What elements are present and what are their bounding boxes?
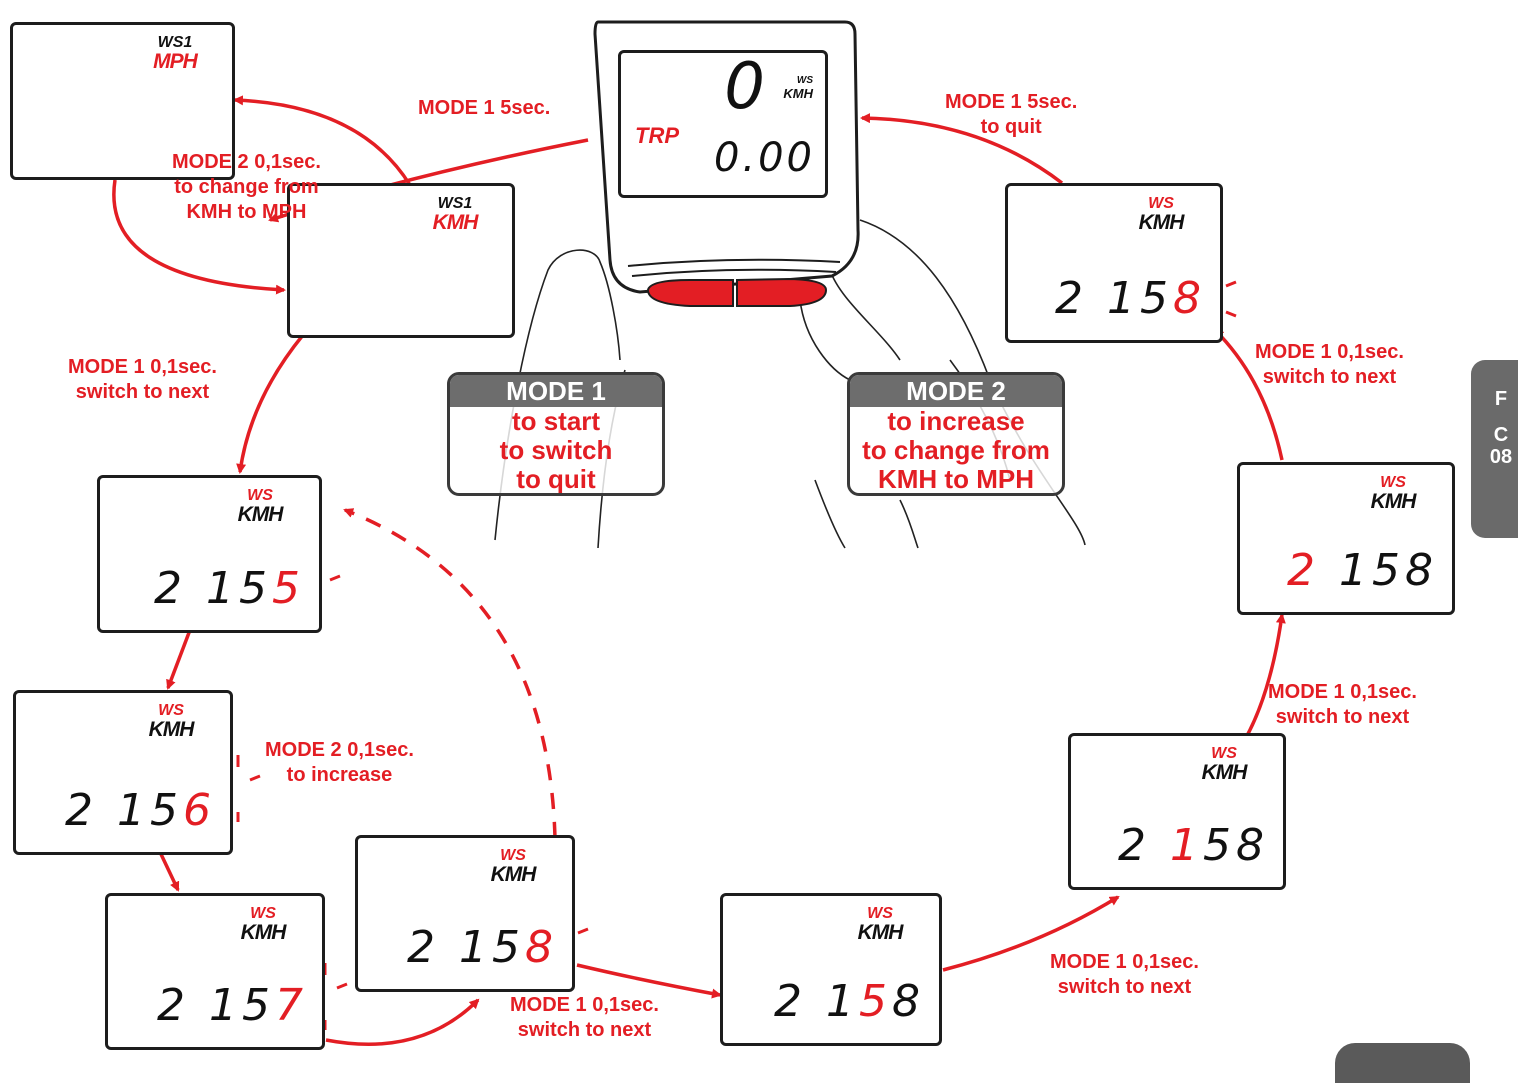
mode1-callout-title: MODE 1	[450, 375, 662, 407]
device-mode-indicator: TRP	[635, 123, 679, 148]
blinking-digit: 6	[183, 785, 216, 836]
label-mode2-increase: MODE 2 0,1sec. to increase	[265, 739, 414, 786]
arrow-8-to-next	[576, 963, 722, 999]
arrow-to-final	[1213, 328, 1284, 461]
screen-digits: 2 158	[1118, 820, 1269, 871]
label-switch-next-left: MODE 1 0,1sec. switch to next	[68, 356, 217, 403]
mode1-callout-line: to switch	[499, 435, 613, 465]
unit-label: KMH	[1201, 761, 1248, 784]
device-buttons	[646, 277, 828, 307]
unit-label: KMH	[237, 503, 284, 526]
ws-label: WS	[867, 905, 893, 922]
screen-kmh-label: WS1	[437, 195, 473, 212]
mode2-callout-line: KMH to MPH	[878, 464, 1034, 494]
mode1-button[interactable]	[646, 279, 734, 307]
blinking-digit: 1	[1170, 820, 1203, 871]
unit-label: KMH	[490, 863, 537, 886]
device-speed: 0	[724, 50, 765, 124]
ws-label: WS	[250, 905, 276, 922]
label-switch-next-right-lower: MODE 1 0,1sec. switch to next	[1268, 681, 1417, 728]
arrow-to-digit1	[942, 895, 1120, 972]
screen-digits: 2 158	[1287, 545, 1438, 596]
arrow-mode1-5sec-quit	[860, 113, 1064, 185]
unit-label: KMH	[148, 718, 195, 741]
blinking-digit: 2	[1287, 545, 1321, 596]
screen-digits: 2 157	[157, 980, 308, 1031]
flow-arrows	[112, 95, 1286, 1046]
mode2-callout-line: to change from	[862, 435, 1050, 465]
label-mode1-5sec-quit: MODE 1 5sec. to quit	[945, 91, 1078, 138]
screen-digits: 2 158	[407, 922, 558, 973]
screen-mph: WS1 MPH	[10, 22, 235, 180]
screen-digits: 2 155	[154, 563, 305, 614]
ws-label: WS	[1380, 474, 1406, 491]
unit-label: KMH	[857, 921, 904, 944]
mode1-callout: MODE 1 to start to switch to quit	[447, 372, 665, 496]
device-unit-kmh: KMH	[783, 86, 813, 101]
device-unit-ws: WS	[796, 75, 813, 86]
section-tab-letter: C	[1493, 424, 1509, 446]
device-display: 0 WS KMH TRP 0.00	[618, 50, 828, 198]
mode2-button[interactable]	[736, 277, 828, 307]
unit-label: KMH	[240, 921, 287, 944]
mode2-callout: MODE 2 to increase to change from KMH to…	[847, 372, 1065, 496]
unit-label: KMH	[1370, 490, 1417, 513]
arrow-5-to-6	[166, 629, 192, 690]
page-number-tab	[1335, 1043, 1470, 1083]
ws-label: WS	[500, 847, 526, 864]
arrow-6-to-7	[158, 851, 180, 892]
ws-label: WS	[247, 487, 273, 504]
label-mode1-5sec-start: MODE 1 5sec.	[418, 97, 551, 119]
arrow-to-digit5	[236, 333, 305, 474]
label-mode2-change-unit: MODE 2 0,1sec. to change from KMH to MPH	[172, 151, 321, 223]
blinking-digit: 7	[275, 980, 308, 1031]
blinking-digit: 8	[1173, 273, 1206, 324]
label-switch-next-bottom: MODE 1 0,1sec. switch to next	[510, 994, 659, 1041]
mode2-callout-line: to increase	[887, 406, 1025, 436]
arrow-mph-to-kmh	[112, 179, 286, 295]
screen-kmh-unit: KMH	[432, 211, 479, 234]
device-groove	[627, 258, 841, 267]
screen-mph-label: WS1	[157, 34, 193, 51]
ws-label: WS	[158, 702, 184, 719]
label-switch-next-right-upper: MODE 1 0,1sec. switch to next	[1255, 341, 1404, 388]
section-tab-letter: F	[1494, 388, 1508, 410]
blinking-digit: 5	[272, 563, 305, 614]
arrow-kmh-to-mph	[233, 95, 412, 186]
label-switch-next-bottom-right: MODE 1 0,1sec. switch to next	[1050, 951, 1199, 998]
mode1-callout-line: to start	[511, 406, 601, 436]
section-tab: F C 08	[1471, 360, 1518, 538]
ws-label: WS	[1148, 195, 1174, 212]
unit-label: KMH	[1138, 211, 1185, 234]
screen-kmh: WS1 KMH	[287, 183, 515, 338]
screen-digits: 2 158	[774, 976, 925, 1027]
screen-mph-unit: MPH	[153, 50, 198, 73]
mode1-callout-line: to quit	[516, 464, 596, 494]
arrow-7-to-8	[325, 998, 480, 1046]
device-distance: 0.00	[713, 135, 815, 181]
mode2-callout-title: MODE 2	[850, 375, 1062, 407]
arrow-loop-dashed	[343, 508, 557, 839]
screen-digits: 2 158	[1055, 273, 1206, 324]
blinking-digit: 8	[525, 922, 558, 973]
section-tab-number: 08	[1489, 446, 1513, 468]
screen-digits: 2 156	[65, 785, 216, 836]
blinking-digit: 5	[859, 976, 892, 1027]
ws-label: WS	[1211, 745, 1237, 762]
